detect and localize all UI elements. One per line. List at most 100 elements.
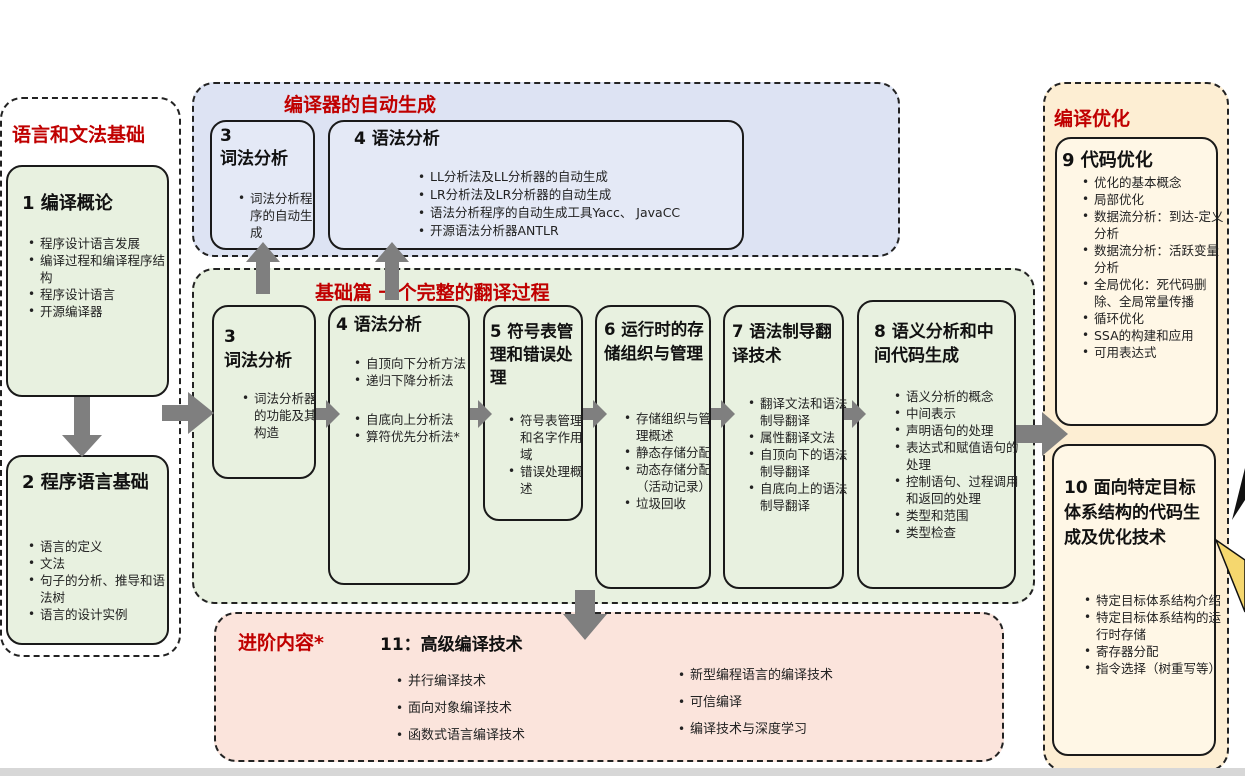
box-auto-lexical-title: 词法分析	[220, 149, 288, 169]
list-item: 面向对象编译技术	[396, 695, 638, 722]
region-auto-generation-title: 编译器的自动生成	[284, 94, 437, 116]
list-item: LR分析法及LR分析器的自动生成	[418, 186, 750, 204]
arrow-right-syntax-to-symbol	[470, 400, 492, 428]
list-item: 开源语法分析器ANTLR	[418, 222, 750, 240]
box-runtime-storage-list: 存储组织与管理概述 静态存储分配 动态存储分配（活动记录） 垃圾回收	[622, 410, 720, 512]
list-item: SSA的构建和应用	[1082, 327, 1224, 344]
list-item: 数据流分析：活跃变量分析	[1082, 242, 1224, 276]
arrow-right-symbol-to-runtime	[583, 400, 607, 428]
box-auto-syntax-list: LL分析法及LL分析器的自动生成 LR分析法及LR分析器的自动生成 语法分析程序…	[416, 168, 750, 240]
list-item: 自顶向下分析方法	[354, 355, 478, 372]
box-language-basics-title: 2 程序语言基础	[22, 472, 149, 493]
list-item: 特定目标体系结构介绍	[1084, 592, 1224, 609]
list-item: 声明语句的处理	[894, 422, 1024, 439]
bottom-edge	[0, 768, 1245, 776]
list-item: 指令选择（树重写等）	[1084, 660, 1224, 677]
box-target-codegen-list: 特定目标体系结构介绍 特定目标体系结构的运行时存储 寄存器分配 指令选择（树重写…	[1082, 592, 1224, 677]
box-advanced-list-right: 新型编程语言的编译技术 可信编译 编译技术与深度学习	[676, 662, 930, 743]
list-item: 开源编译器	[28, 303, 170, 320]
list-item: 语言的定义	[28, 538, 170, 555]
list-item: 可信编译	[678, 689, 930, 716]
box-compiler-intro-list: 程序设计语言发展 编译过程和编译程序结构 程序设计语言 开源编译器	[26, 235, 170, 320]
box-compiler-intro-title: 1 编译概论	[22, 193, 113, 214]
list-item: 类型和范围	[894, 507, 1024, 524]
list-item: 文法	[28, 555, 170, 572]
edge-decoration	[1214, 537, 1245, 613]
list-item: 编译过程和编译程序结构	[28, 252, 170, 286]
list-item: 算符优先分析法*	[354, 428, 478, 445]
list-item: 寄存器分配	[1084, 643, 1224, 660]
box-lexical-title: 词法分析	[224, 351, 292, 371]
box-sdt-title: 7 语法制导翻译技术	[732, 322, 832, 365]
list-item: LL分析法及LL分析器的自动生成	[418, 168, 750, 186]
box-auto-syntax-title: 4 语法分析	[354, 129, 440, 149]
arrow-right-sdt-to-semantic	[844, 400, 866, 428]
region-language-basics-title: 语言和文法基础	[12, 124, 146, 146]
list-item: 自顶向下的语法制导翻译	[748, 446, 854, 480]
list-item: 语言的设计实例	[28, 606, 170, 623]
arrow-right-basic-to-optimization	[1016, 412, 1068, 456]
list-item: 编译技术与深度学习	[678, 716, 930, 743]
list-item: 翻译文法和语法制导翻译	[748, 395, 854, 429]
box-code-optimization-title: 9 代码优化	[1062, 150, 1153, 171]
list-item: 可用表达式	[1082, 344, 1224, 361]
region-advanced-title: 进阶内容*	[238, 632, 324, 654]
box-advanced-list-left: 并行编译技术 面向对象编译技术 函数式语言编译技术	[394, 668, 638, 749]
box-auto-lexical-num: 3	[220, 126, 232, 146]
list-item: 全局优化：死代码删除、全局常量传播	[1082, 276, 1224, 310]
box-syntax-list: 自顶向下分析方法 递归下降分析法 自底向上分析法 算符优先分析法*	[352, 355, 478, 445]
list-item: 表达式和赋值语句的处理	[894, 439, 1024, 473]
arrow-up-lex-to-auto	[246, 242, 280, 294]
edge-decoration	[1232, 468, 1245, 520]
region-basic-course-title: 基础篇 一个完整的翻译过程	[315, 282, 550, 304]
list-item: 静态存储分配	[624, 444, 720, 461]
arrow-down-intro-to-basics	[62, 397, 102, 457]
arrow-right-language-to-basic	[162, 392, 214, 434]
list-item: 垃圾回收	[624, 495, 720, 512]
box-sdt-list: 翻译文法和语法制导翻译 属性翻译文法 自顶向下的语法制导翻译 自底向上的语法制导…	[746, 395, 854, 514]
list-item: 语义分析的概念	[894, 388, 1024, 405]
list-item: 存储组织与管理概述	[624, 410, 720, 444]
list-item: 程序设计语言发展	[28, 235, 170, 252]
list-item: 新型编程语言的编译技术	[678, 662, 930, 689]
list-item: 句子的分析、推导和语法树	[28, 572, 170, 606]
box-code-optimization-list: 优化的基本概念 局部优化 数据流分析：到达-定义分析 数据流分析：活跃变量分析 …	[1080, 174, 1224, 361]
arrow-right-runtime-to-sdt	[711, 400, 735, 428]
list-item: 循环优化	[1082, 310, 1224, 327]
region-optimization-title: 编译优化	[1054, 108, 1131, 130]
list-item: 属性翻译文法	[748, 429, 854, 446]
box-target-codegen-title: 10 面向特定目标体系结构的代码生成及优化技术	[1064, 478, 1200, 548]
list-item: 中间表示	[894, 405, 1024, 422]
box-symbol-table-title: 5 符号表管理和错误处理	[490, 322, 574, 387]
box-lexical-num: 3	[224, 327, 236, 347]
box-runtime-storage-title: 6 运行时的存储组织与管理	[604, 320, 704, 363]
list-item: 数据流分析：到达-定义分析	[1082, 208, 1224, 242]
list-item: 优化的基本概念	[1082, 174, 1224, 191]
list-item: 自底向上分析法	[354, 411, 478, 428]
arrow-down-basic-to-advanced	[563, 590, 607, 640]
list-item: 自底向上的语法制导翻译	[748, 480, 854, 514]
box-symbol-table-list: 符号表管理和名字作用域 错误处理概述	[506, 412, 592, 497]
box-lexical-list: 词法分析器的功能及其构造	[240, 390, 324, 441]
arrow-right-lex-to-syntax	[316, 400, 340, 428]
list-item: 错误处理概述	[508, 463, 592, 497]
box-semantic-title: 8 语义分析和中间代码生成	[874, 322, 994, 366]
box-semantic-list: 语义分析的概念 中间表示 声明语句的处理 表达式和赋值语句的处理 控制语句、过程…	[892, 388, 1024, 541]
arrow-up-syntax-to-auto	[375, 242, 409, 300]
list-item: 控制语句、过程调用和返回的处理	[894, 473, 1024, 507]
list-item: 并行编译技术	[396, 668, 638, 695]
list-item: 递归下降分析法	[354, 372, 478, 389]
list-item: 词法分析程序的自动生成	[238, 190, 322, 241]
list-item: 类型检查	[894, 524, 1024, 541]
list-item: 函数式语言编译技术	[396, 722, 638, 749]
box-syntax	[328, 305, 470, 585]
list-item: 语法分析程序的自动生成工具Yacc、 JavaCC	[418, 204, 750, 222]
list-item: 特定目标体系结构的运行时存储	[1084, 609, 1224, 643]
box-auto-lexical-list: 词法分析程序的自动生成	[236, 190, 322, 241]
list-item: 局部优化	[1082, 191, 1224, 208]
box-syntax-title: 4 语法分析	[336, 315, 422, 335]
list-item: 程序设计语言	[28, 286, 170, 303]
list-item: 动态存储分配（活动记录）	[624, 461, 720, 495]
list-item: 词法分析器的功能及其构造	[242, 390, 324, 441]
